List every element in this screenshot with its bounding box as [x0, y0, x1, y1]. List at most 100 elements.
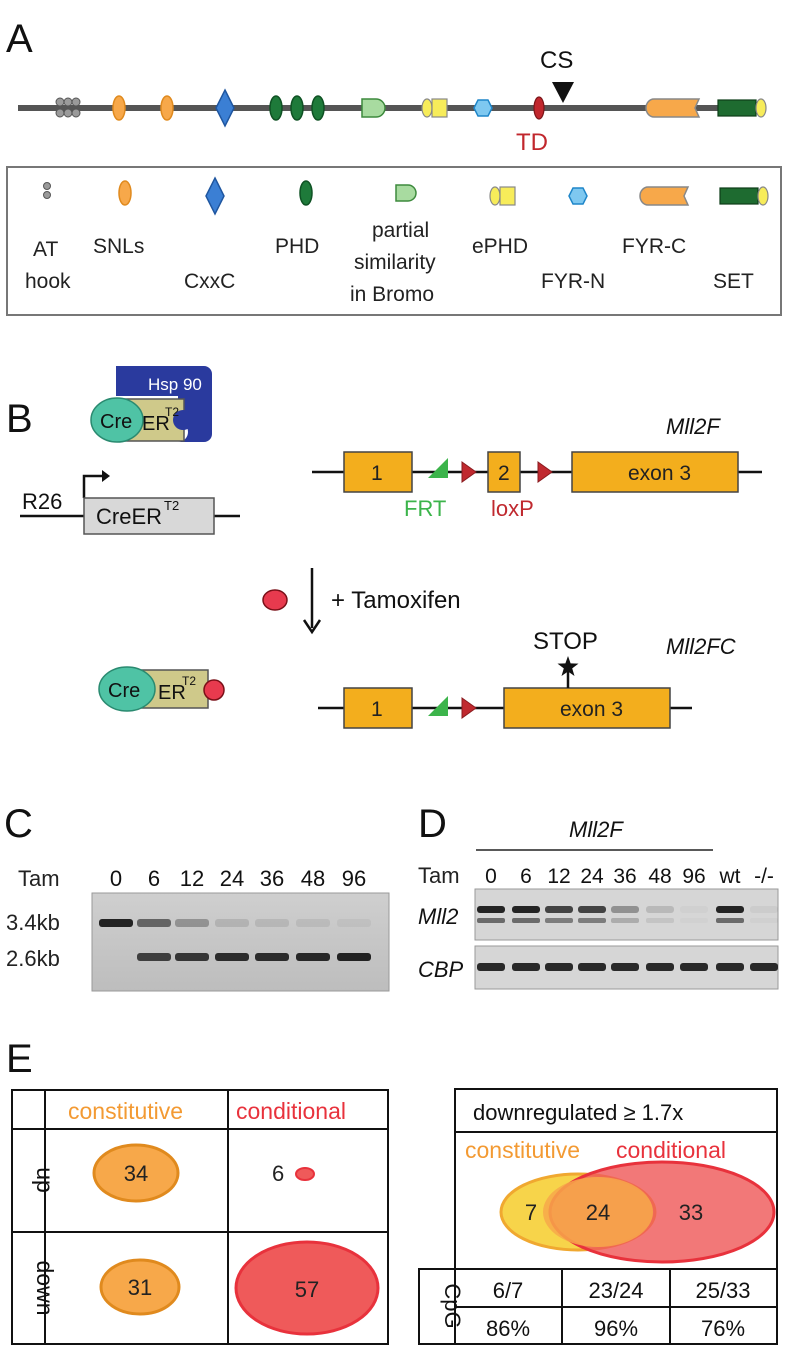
legend-label: CxxC: [184, 270, 235, 293]
gel-band-lower: [175, 953, 209, 961]
lane-label: 0: [110, 866, 122, 891]
western-band-mll2: [750, 906, 778, 913]
ephd-domain: [421, 98, 448, 118]
western-band-mll2: [545, 918, 573, 923]
fyr-n-domain: [473, 99, 493, 117]
gel-band-lower: [137, 953, 171, 961]
gel-band-upper: [137, 919, 171, 927]
bubble-down-conditional: [234, 1240, 380, 1336]
gel-band-lower: [215, 953, 249, 961]
lane-label: wt: [719, 865, 741, 888]
venn-only-constitutive: 7: [525, 1200, 537, 1225]
tam-label: Tam: [418, 863, 460, 888]
western-band-mll2: [716, 906, 744, 913]
gel-band-upper: [296, 919, 330, 927]
frt-site: [428, 458, 448, 478]
phd-domain: [311, 95, 325, 121]
panel-e: E constitutive conditional up down 34 6 …: [6, 1037, 778, 1345]
creert2-label: CreER: [96, 504, 162, 529]
legend-bromo: partial similarity in Bromo: [350, 184, 436, 306]
legend-label: similarity: [354, 251, 436, 274]
stop-star-icon: [557, 656, 579, 676]
td-site: [533, 96, 545, 120]
western-band-mll2: [477, 918, 505, 923]
gel-band-lower: [255, 953, 289, 961]
promoter-arrowhead: [102, 470, 110, 482]
exon-3-label: exon 3: [628, 462, 691, 485]
legend-label: SET: [713, 270, 754, 293]
legend-ephd: ePHD: [472, 186, 528, 258]
tamoxifen-arrowhead: [302, 619, 322, 635]
r26-label: R26: [22, 489, 62, 514]
bromo-domain: [361, 98, 386, 118]
loxp-site: [461, 461, 477, 483]
western-band-mll2: [611, 918, 639, 923]
er-label: ER: [158, 682, 186, 704]
western-band-mll2: [716, 918, 744, 923]
legend-label: FYR-N: [541, 270, 605, 293]
western-band-mll2: [512, 918, 540, 923]
gel-band-upper: [175, 919, 209, 927]
lane-label: 48: [301, 866, 325, 891]
exon-3: [503, 687, 671, 729]
cre-ellipse-top: [90, 397, 144, 443]
lane-label: -/-: [754, 865, 774, 888]
western-band-cbp: [578, 963, 606, 971]
mll2f-group-label: Mll2F: [569, 817, 624, 842]
creert2-superscript: T2: [164, 498, 179, 513]
western-mll2: [474, 888, 779, 941]
panel-letter-c: C: [4, 802, 33, 846]
western-band-mll2: [646, 918, 674, 923]
western-band-mll2: [545, 906, 573, 913]
panel-letter-e: E: [6, 1037, 33, 1081]
western-band-mll2: [680, 906, 708, 913]
gel-band-upper: [99, 919, 133, 927]
tam-label: Tam: [18, 866, 60, 891]
loxp-site: [461, 697, 477, 719]
exon-1: [343, 687, 413, 729]
creert2-box: [83, 497, 215, 535]
phd-domain: [269, 95, 283, 121]
bubble-down-constitutive: [99, 1258, 181, 1316]
exon-3: [571, 451, 739, 493]
legend-label: AT: [33, 238, 58, 261]
td-label: TD: [516, 129, 548, 156]
venn-overlap-fill: [543, 1177, 653, 1247]
cpg-label: CpG: [440, 1283, 465, 1328]
cpg-count: 23/24: [588, 1278, 643, 1303]
exon-1-label: 1: [371, 462, 383, 485]
cre-ellipse-bottom: [98, 666, 156, 712]
bubble-up-constitutive: [92, 1143, 180, 1203]
cpg-percent: 96%: [594, 1316, 638, 1341]
cpg-count: 25/33: [695, 1278, 750, 1303]
stop-label: STOP: [533, 628, 598, 655]
western-band-mll2: [578, 906, 606, 913]
lane-label: 96: [342, 866, 366, 891]
cpg-percent: 86%: [486, 1316, 530, 1341]
western-band-mll2: [512, 906, 540, 913]
legend-label: hook: [25, 270, 71, 293]
western-band-cbp: [477, 963, 505, 971]
legend-label: in Bromo: [350, 283, 434, 306]
blot-row-label: CBP: [418, 957, 464, 982]
legend-cxxc: CxxC: [184, 176, 235, 293]
fyr-c-domain: [645, 98, 701, 118]
panel-a: A TD CS: [6, 17, 782, 316]
legend-label: PHD: [275, 235, 319, 258]
count-up-constitutive: 34: [124, 1161, 148, 1186]
panel-b: B Hsp 90 Cre ER T2 R26 CreER T2 Mll2F 1 …: [6, 366, 762, 729]
panel-letter-b: B: [6, 397, 33, 441]
cxxc-domain: [215, 88, 235, 128]
gel-band-upper: [337, 919, 371, 927]
western-band-mll2: [578, 918, 606, 923]
blot-row-label: Mll2: [418, 904, 458, 929]
venn-label-constitutive: constitutive: [465, 1137, 580, 1163]
legend-phd: PHD: [275, 180, 319, 258]
western-band-cbp: [680, 963, 708, 971]
exon-3-label: exon 3: [560, 698, 623, 721]
set-domain: [717, 98, 767, 118]
lane-label: 12: [180, 866, 204, 891]
row-header-down: down: [32, 1261, 58, 1316]
venn-label-conditional: conditional: [616, 1137, 726, 1163]
